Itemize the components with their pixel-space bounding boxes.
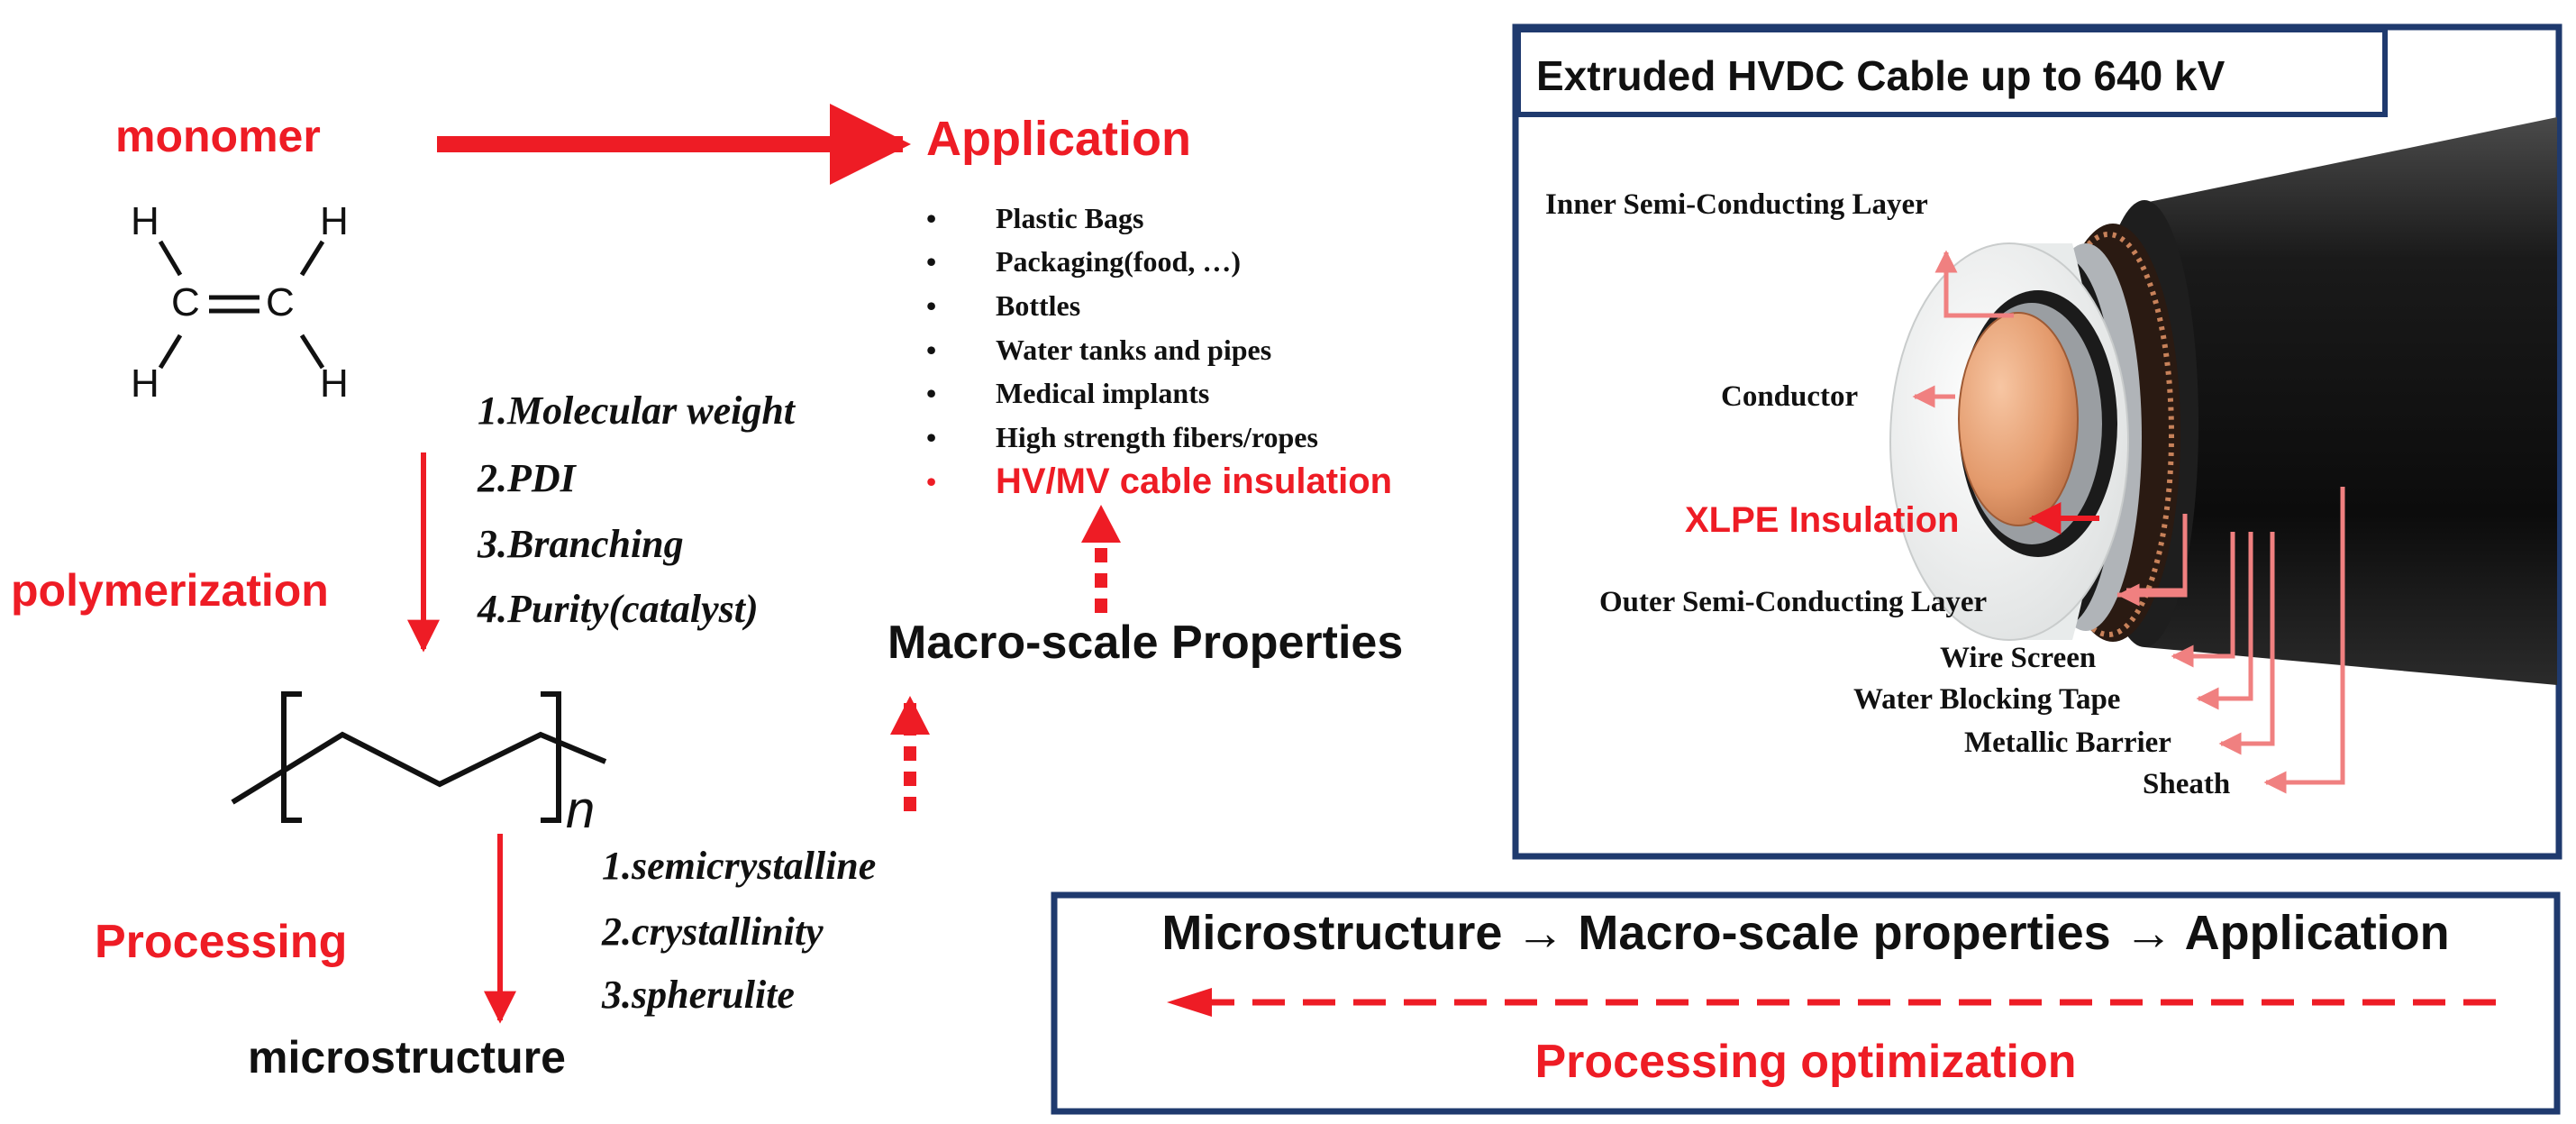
ethylene-h-bottom-right: H — [320, 361, 349, 406]
processing-optimization-label: Processing optimization — [1535, 1036, 2077, 1088]
polymer-factors: 1.Molecular weight 2.PDI 3.Branching 4.P… — [477, 388, 796, 631]
label-xlpe-insulation: XLPE Insulation — [1685, 500, 1959, 540]
cable-box-title: Extruded HVDC Cable up to 640 kV — [1536, 52, 2226, 99]
bullet: • — [926, 334, 936, 366]
micro-factor-item: 3.spherulite — [601, 973, 795, 1017]
bullet: • — [926, 245, 936, 278]
label-inner-semi-conducting: Inner Semi-Conducting Layer — [1545, 188, 1928, 221]
factor-item: 2.PDI — [477, 456, 578, 500]
application-item: Packaging(food, …) — [996, 245, 1241, 278]
label-metallic-barrier: Metallic Barrier — [1964, 726, 2171, 759]
summary-line: Microstructure → Macro-scale properties … — [1161, 906, 2449, 960]
polymerization-label: polymerization — [11, 565, 329, 616]
microstructure-label: microstructure — [248, 1032, 566, 1083]
optimization-arrowhead — [1167, 988, 1212, 1017]
cable-callout-arrows — [1912, 250, 2345, 794]
ethylene-h-top-left: H — [131, 199, 159, 243]
polyethylene-structure — [231, 691, 607, 823]
polymer-subscript-n: n — [566, 781, 595, 839]
monomer-label: monomer — [115, 111, 321, 161]
macro-properties-label: Macro-scale Properties — [887, 617, 1403, 669]
ethylene-c-left: C — [171, 280, 200, 324]
ethylene-h-bottom-left: H — [131, 361, 159, 406]
bullet: • — [926, 202, 936, 234]
label-wire-screen: Wire Screen — [1940, 642, 2096, 674]
application-item: Medical implants — [996, 377, 1209, 409]
label-conductor: Conductor — [1721, 380, 1858, 413]
bullet: • — [926, 421, 936, 453]
bullet: • — [926, 289, 936, 322]
factor-item: 3.Branching — [477, 522, 684, 566]
micro-factor-item: 2.crystallinity — [601, 909, 824, 954]
micro-to-macro-arrowhead — [890, 696, 930, 735]
processing-label: Processing — [95, 916, 347, 968]
ethylene-h-top-right: H — [320, 199, 349, 243]
application-item-highlight: HV/MV cable insulation — [996, 461, 1392, 501]
label-outer-semi-conducting: Outer Semi-Conducting Layer — [1599, 586, 1987, 618]
label-water-blocking: Water Blocking Tape — [1853, 683, 2120, 716]
bullet-highlight: • — [926, 465, 936, 498]
cable-box-title-box — [1516, 27, 2388, 117]
ethylene-c-right: C — [266, 280, 295, 324]
cable-labels: Inner Semi-Conducting Layer Conductor Ou… — [1545, 188, 2230, 800]
application-item: High strength fibers/ropes — [996, 421, 1318, 453]
factor-item: 1.Molecular weight — [478, 388, 796, 433]
macro-to-application-arrowhead — [1081, 505, 1121, 543]
label-sheath: Sheath — [2143, 768, 2230, 800]
application-heading: Application — [926, 112, 1191, 166]
application-item: Bottles — [996, 289, 1080, 322]
application-item: Plastic Bags — [996, 202, 1143, 234]
micro-factors: 1.semicrystalline 2.crystallinity 3.sphe… — [601, 844, 876, 1017]
bullet: • — [926, 377, 936, 409]
application-item: Water tanks and pipes — [996, 334, 1271, 366]
ethylene-structure: H H C C H H — [131, 199, 349, 406]
application-list: • Plastic Bags • Packaging(food, …) • Bo… — [926, 202, 1318, 453]
factor-item: 4.Purity(catalyst) — [477, 587, 759, 631]
micro-factor-item: 1.semicrystalline — [602, 844, 876, 888]
